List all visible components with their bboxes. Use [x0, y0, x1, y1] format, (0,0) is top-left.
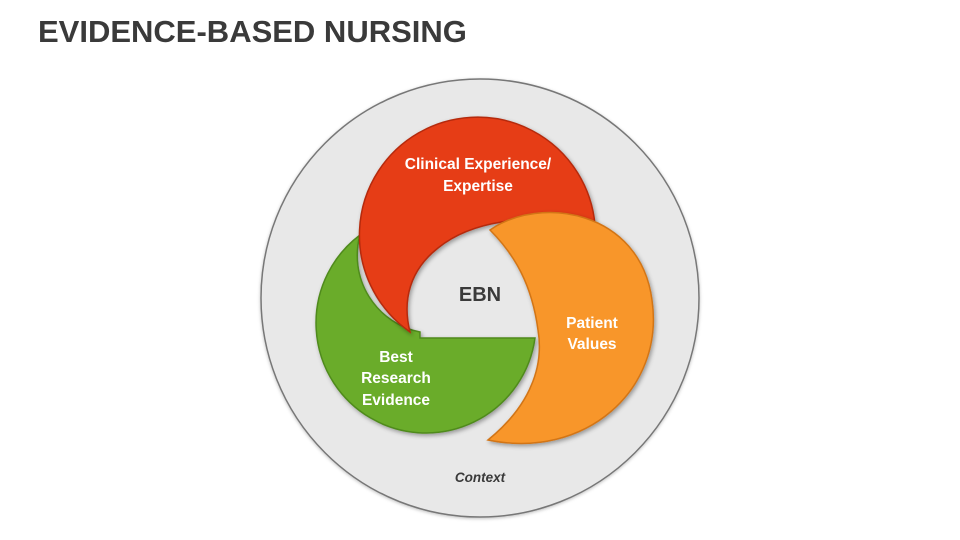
- page-title: EVIDENCE-BASED NURSING: [38, 14, 467, 49]
- clinical-label-line-2: Expertise: [443, 178, 513, 195]
- patient-label-line-2: Values: [567, 336, 616, 353]
- clinical-label-line-1: Clinical Experience/: [405, 156, 552, 173]
- patient-label-line-1: Patient: [566, 315, 618, 332]
- research-label-line-2: Research: [361, 370, 431, 387]
- research-label-line-1: Best: [379, 349, 413, 366]
- research-segment: [315, 233, 536, 434]
- patient-segment: [486, 211, 655, 445]
- center-label: EBN: [459, 284, 501, 306]
- research-label-line-3: Evidence: [362, 392, 430, 409]
- context-label: Context: [455, 470, 506, 485]
- clinical-segment: [358, 116, 596, 334]
